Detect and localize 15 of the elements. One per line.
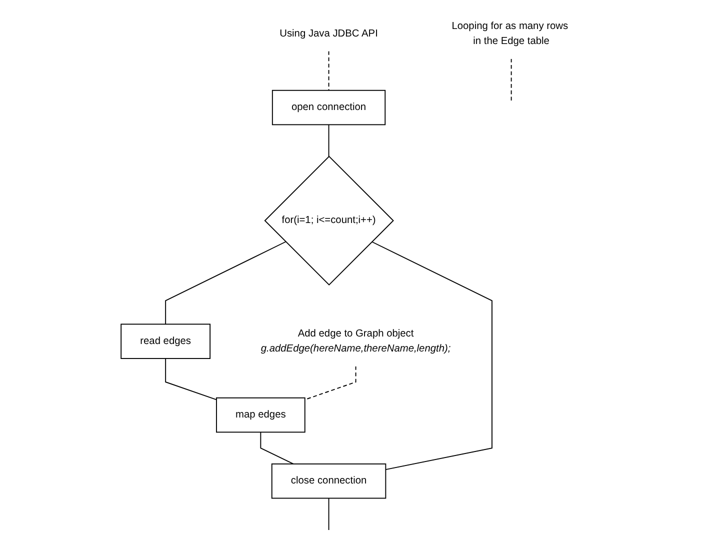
node-text: Looping for as many rows in the Edge table xyxy=(451,20,568,46)
connector xyxy=(370,240,492,470)
node-box: open connection xyxy=(271,89,386,125)
connector xyxy=(328,124,329,156)
connector xyxy=(510,58,512,104)
connector xyxy=(260,431,294,464)
connector xyxy=(328,497,329,530)
node-box: close connection xyxy=(270,462,386,498)
connector xyxy=(164,358,216,400)
node-box: read edges xyxy=(120,323,210,358)
node-box: map edges xyxy=(216,396,305,432)
connector xyxy=(164,240,286,324)
node-diamond: for(i=1; i<=count;i++) xyxy=(264,155,394,285)
node-text: Using Java JDBC API xyxy=(279,28,378,38)
node-text: Add edge to Graph object g.addEdge(hereName,thereName,length); xyxy=(260,328,450,354)
